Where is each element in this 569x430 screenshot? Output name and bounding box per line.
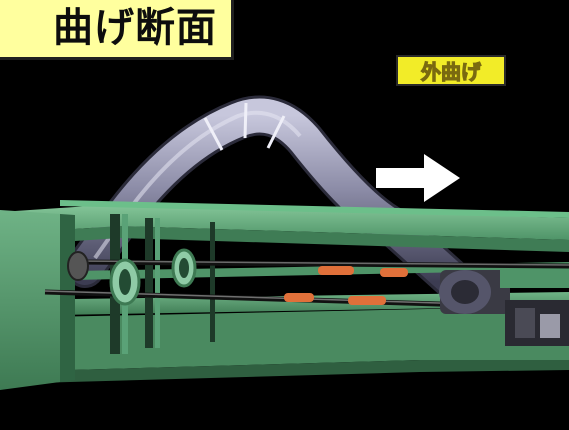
right-arrow-icon xyxy=(376,154,460,202)
title-text: 曲げ断面 xyxy=(53,5,217,51)
support-rings xyxy=(67,248,197,306)
bending-head xyxy=(439,270,569,346)
direction-tag-label: 外曲げ xyxy=(420,59,481,84)
direction-tag: 外曲げ xyxy=(396,55,506,86)
title-banner: 曲げ断面 xyxy=(0,0,234,60)
machine-frame xyxy=(0,200,569,390)
bent-pipe xyxy=(65,95,475,302)
orange-sleeves xyxy=(284,266,408,305)
